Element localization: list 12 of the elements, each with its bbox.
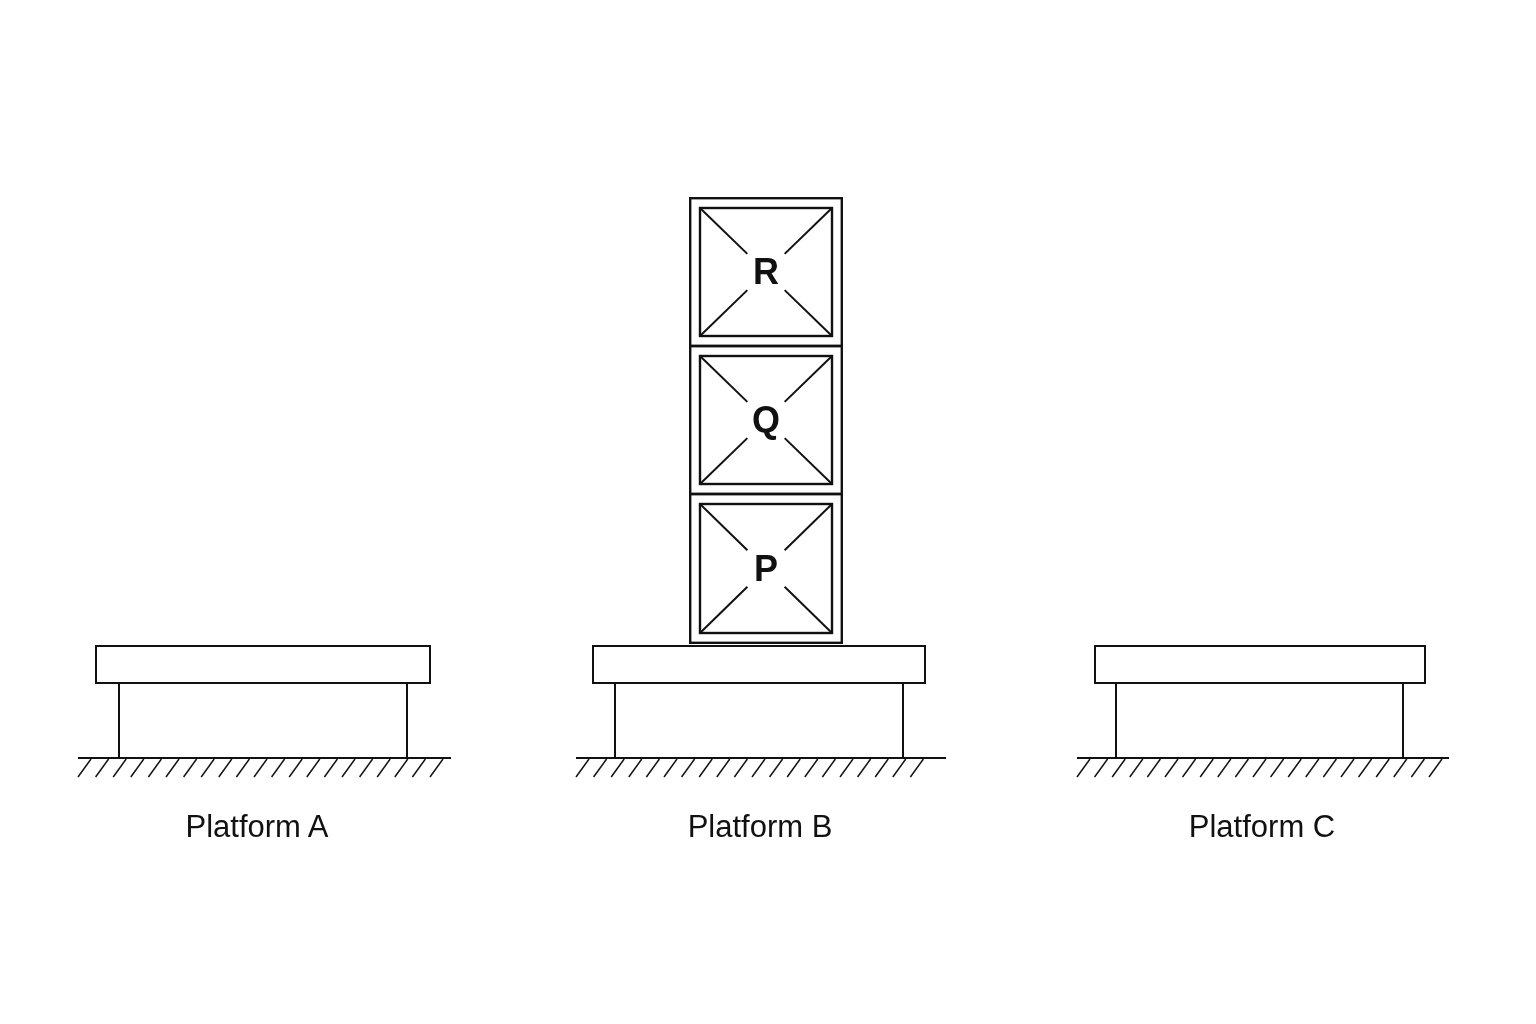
platform-caption: Platform B xyxy=(687,811,833,842)
platform-table xyxy=(592,645,926,759)
platform-table xyxy=(1094,645,1426,759)
crate-letter: P xyxy=(754,550,778,587)
crate-letter: Q xyxy=(752,402,780,438)
crate xyxy=(689,493,843,644)
platform-caption: Platform A xyxy=(185,811,329,842)
crate-letter: R xyxy=(753,254,779,290)
platform-caption: Platform C xyxy=(1188,811,1336,842)
crate xyxy=(689,197,843,347)
platform-table xyxy=(95,645,431,759)
crate xyxy=(689,345,843,495)
